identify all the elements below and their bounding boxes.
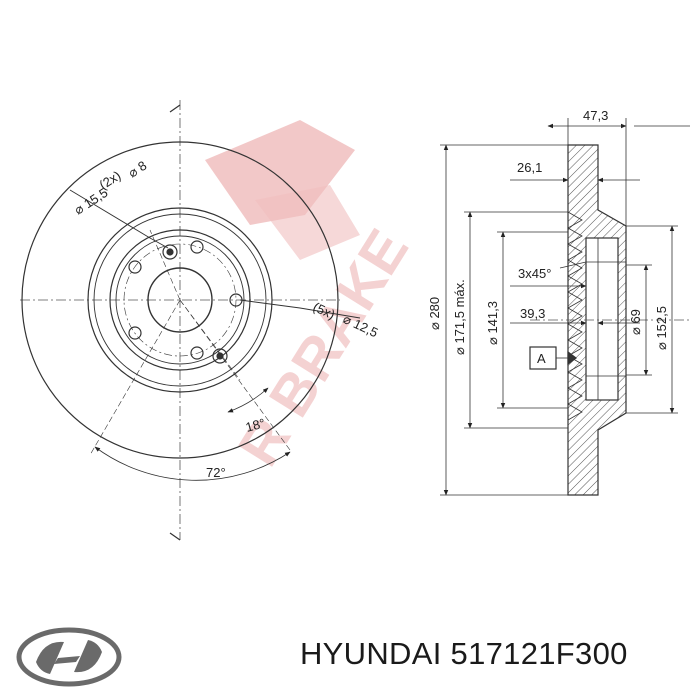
hyundai-logo-icon [16,627,122,687]
part-number: 517121F300 [450,636,628,671]
chamfer: 3x45° [518,266,551,281]
center-bore [147,267,213,333]
center-bore-dia: ⌀ 69 [628,309,643,335]
angle-bolt: 72° [206,465,226,480]
locating-holes [162,244,228,364]
overall-thickness: 47,3 [583,108,608,123]
friction-inner-dia: ⌀ 171,5 máx. [452,279,467,355]
friction-ring-boundary [87,207,273,393]
angle-small: 18° [244,415,267,435]
hole-pcd-small: ⌀ 15,5 [71,185,110,218]
disc-thickness: 26,1 [517,160,542,175]
disc-outer-edge [21,141,339,459]
side-view-labels: 47,3 26,1 3x45° 39,3 ⌀ 280 ⌀ 171,5 máx. … [427,108,669,366]
brand-name: HYUNDAI [300,636,442,671]
datum-label: A [537,351,546,366]
hat-outer-dia: ⌀ 141,3 [485,301,500,345]
hat-outer [109,229,251,371]
hat-dia: ⌀ 152,5 [654,306,669,350]
side-view [440,118,690,496]
front-view [20,100,361,541]
watermark-text: R BRAKE [226,218,421,477]
watermark: R BRAKE [205,120,421,477]
part-caption: HYUNDAI 517121F300 [300,636,628,672]
hole-dia-small: ⌀ 8 [125,158,149,181]
outer-dia: ⌀ 280 [427,297,442,330]
hat-depth: 39,3 [520,306,545,321]
